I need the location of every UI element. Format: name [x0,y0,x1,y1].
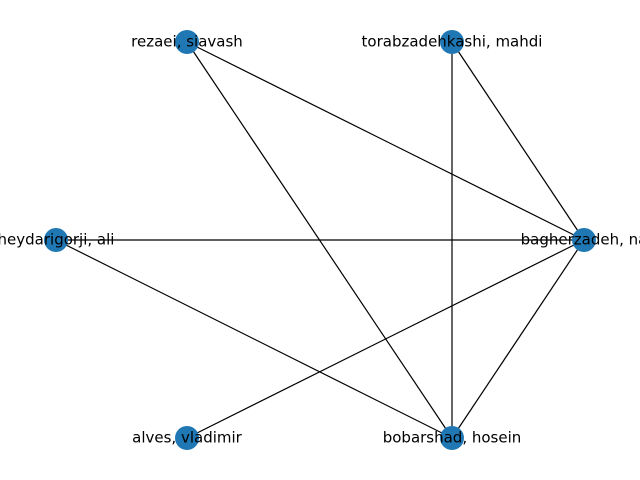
node-label-bagherzadeh: bagherzadeh, na [521,231,640,249]
edge-layer [55,41,585,439]
edge-bagherzadeh-bobarshad [451,239,585,439]
edge-torabzadehkashi-bagherzadeh [451,41,585,241]
label-layer: rezaei, siavash torabzadehkashi, mahdi hey… [0,33,640,447]
node-label-heydarigorji: heydarigorji, ali [0,231,114,249]
edge-rezaei-bagherzadeh [186,41,585,241]
edge-heydarigorji-bobarshad [55,239,453,439]
node-label-torabzadehkashi: torabzadehkashi, mahdi [362,33,543,51]
node-alves [175,426,199,450]
node-label-alves: alves, vladimir [132,429,243,447]
node-bobarshad [440,426,464,450]
edge-bagherzadeh-alves [186,239,585,439]
node-layer [44,30,596,450]
node-label-rezaei: rezaei, siavash [131,33,243,51]
node-label-bobarshad: bobarshad, hosein [383,429,522,447]
node-bagherzadeh [572,228,596,252]
node-rezaei [175,30,199,54]
node-torabzadehkashi [440,30,464,54]
node-heydarigorji [44,228,68,252]
